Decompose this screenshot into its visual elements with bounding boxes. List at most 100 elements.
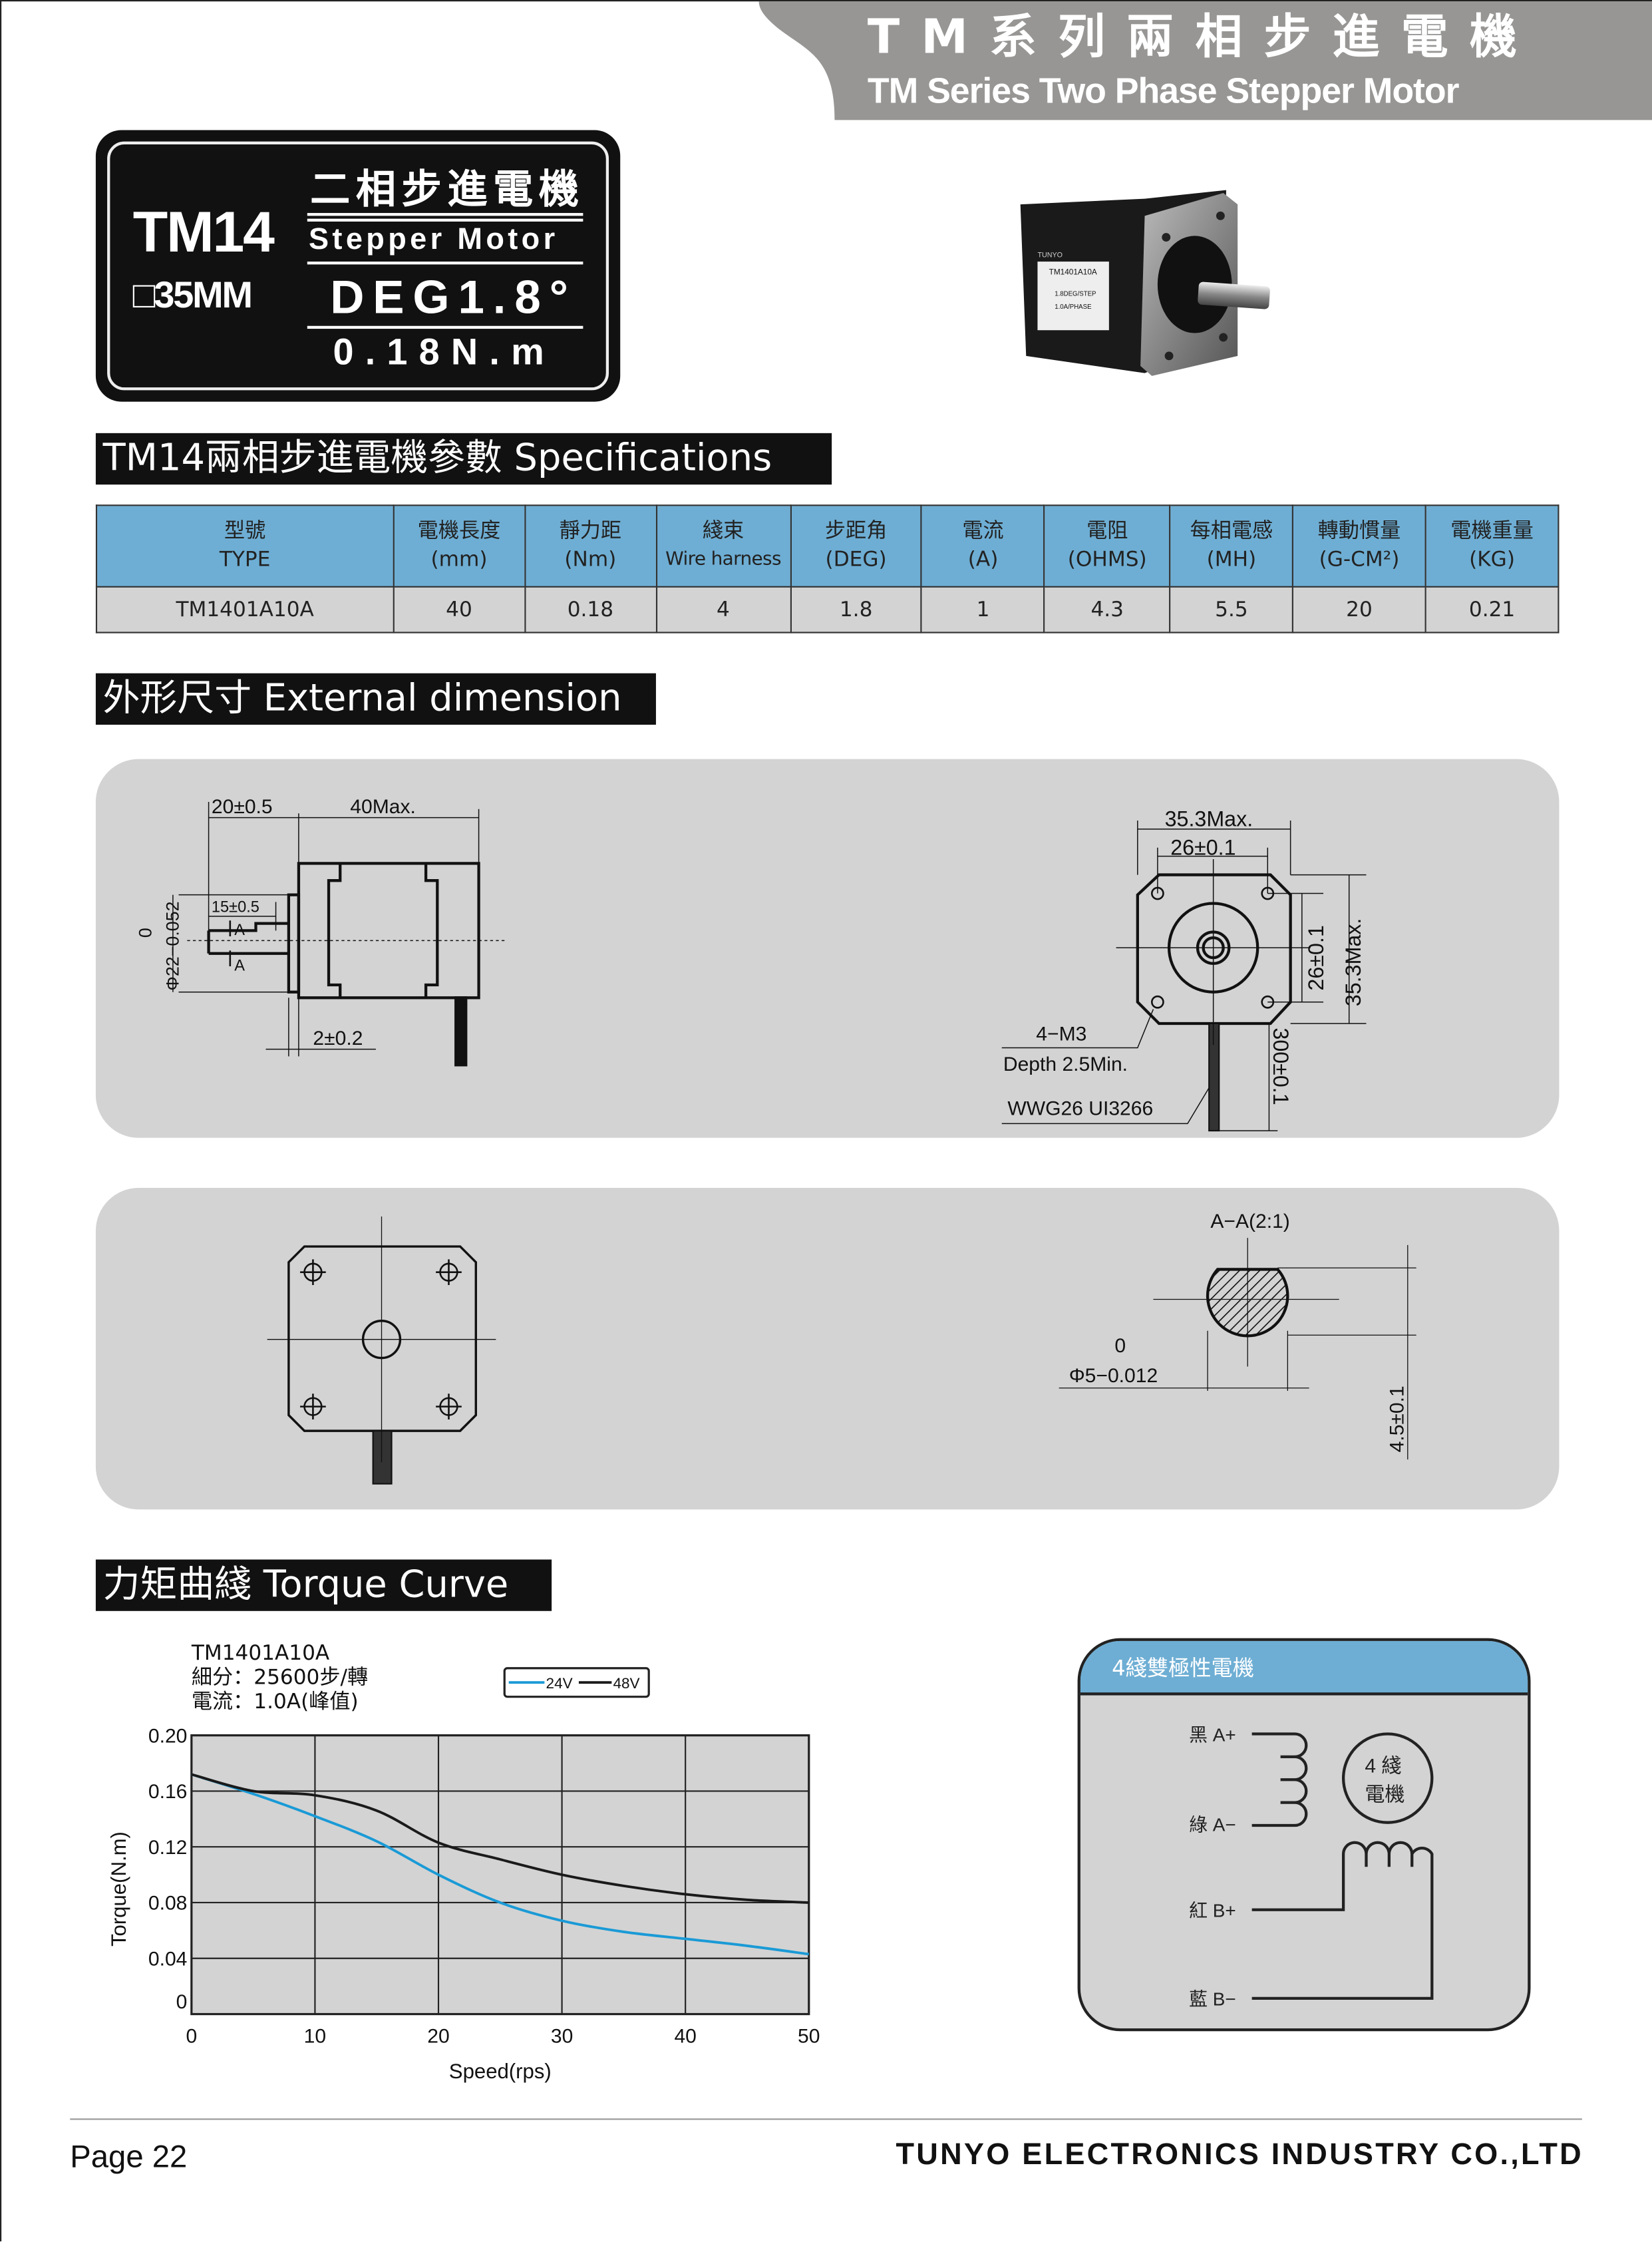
x-axis-label: Speed(rps)	[449, 2060, 552, 2083]
spec-column-header: 電機重量(KG)	[1424, 504, 1560, 588]
legend-label-48v: 48V	[613, 1675, 639, 1692]
table-cell: 0.18	[524, 586, 657, 634]
y-tick-label: 0.04	[148, 1949, 188, 1970]
table-cell: 5.5	[1169, 586, 1294, 634]
motor-label-1: 4 綫	[1365, 1756, 1401, 1777]
badge-model: TM14	[132, 201, 275, 265]
dim-screw-holes: 4−M3	[1036, 1024, 1086, 1045]
x-tick-label: 40	[674, 2025, 696, 2047]
column-label-en: (mm)	[430, 548, 488, 572]
header-title-en: TM Series Two Phase Stepper Motor	[867, 71, 1460, 112]
dim-body-length: 40Max.	[350, 796, 416, 818]
spec-column-header: 每相電感(MH)	[1169, 504, 1294, 588]
photo-model: TM1401A10A	[1049, 267, 1097, 276]
dim-flange-thickness: 2±0.2	[313, 1028, 363, 1049]
column-label-en: (MH)	[1206, 548, 1257, 572]
table-cell: 4	[655, 586, 791, 634]
motor-circle	[1341, 1732, 1434, 1824]
spec-column-header: 電阻 (OHMS)	[1043, 504, 1171, 588]
x-tick-label: 10	[304, 2025, 326, 2047]
badge-type-zh: 二相步進電機	[310, 166, 585, 214]
header-tab	[758, 1, 1652, 120]
dim-lead-length: 300±0.1	[1269, 1028, 1293, 1105]
wiring-diagram: 4綫雙極性電機 4 綫 電機 黑 A+ 綠 A− 紅 B+ 藍 B−	[1077, 1638, 1531, 2032]
badge-torque: 0.18N.m	[333, 330, 556, 373]
spec-column-header: 型號 TYPE	[95, 504, 395, 588]
lead-b-minus: 藍 B−	[1189, 1989, 1236, 2010]
dim-screw-depth: Depth 2.5Min.	[1003, 1053, 1128, 1075]
photo-line2: 1.0A/PHASE	[1055, 303, 1092, 311]
dimension-drawings-2: A−A(2:1) 0 Φ5−0.012 4.5±0.1	[267, 1211, 1416, 1485]
series-line-48V	[191, 1773, 809, 1904]
column-label-en: (Nm)	[564, 548, 617, 572]
column-label-zh: 綫束	[702, 520, 744, 544]
section-title: A−A(2:1)	[1210, 1211, 1289, 1232]
section-mark-a-bottom: A	[234, 957, 245, 974]
specs-section-title: TM14兩相步進電機參數 Specifications	[95, 433, 832, 485]
column-label-en: TYPE	[219, 548, 271, 572]
dim-flat-length: 15±0.5	[212, 898, 259, 916]
dim-height-max: 35.3Max.	[1341, 918, 1365, 1007]
dim-wire-spec: WWG26 UI3266	[1007, 1097, 1153, 1119]
spec-column-header: 電流 (A)	[921, 504, 1045, 588]
table-cell: TM1401A10A	[95, 586, 395, 634]
dimension-section-title: 外形尺寸 External dimension	[95, 673, 656, 725]
badge-step-angle: DEG1.8°	[330, 270, 577, 323]
dim-hole-spacing-v: 26±0.1	[1304, 925, 1328, 990]
chart-info: TM1401A10A 細分：25600步/轉 電流：1.0A(峰值)	[192, 1642, 368, 1716]
spec-column-header: 電機長度(mm)	[393, 504, 526, 588]
column-label-zh: 型號	[224, 520, 266, 544]
dim-pilot-tolerance: 0	[136, 928, 156, 938]
y-tick-label: 0	[176, 1991, 188, 2013]
dim-hole-spacing-h: 26±0.1	[1170, 836, 1236, 860]
legend-label-24v: 24V	[546, 1675, 573, 1692]
coil-a	[1251, 1732, 1308, 1827]
column-label-en: (G-CM²)	[1319, 548, 1400, 572]
lead-a-minus: 綠 A−	[1189, 1815, 1236, 1835]
table-cell: 20	[1292, 586, 1426, 634]
badge-type-en: Stepper Motor	[308, 223, 559, 256]
badge-frame-size: □35MM	[132, 273, 253, 316]
footer-divider	[70, 2118, 1582, 2120]
plot-area	[190, 1734, 810, 2016]
table-cell: 0.21	[1424, 586, 1560, 634]
lead-b-plus: 紅 B+	[1189, 1900, 1236, 1921]
motor-photo: TUNYO TM1401A10A 1.8DEG/STEP 1.0A/PHASE	[1020, 190, 1270, 376]
x-tick-label: 50	[798, 2025, 820, 2047]
column-label-en: (A)	[967, 548, 999, 572]
rear-view-drawing	[287, 1245, 478, 1485]
wiring-title: 4綫雙極性電機	[1080, 1640, 1528, 1696]
shaft-section-drawing	[1059, 1238, 1416, 1460]
column-label-en: (OHMS)	[1067, 548, 1147, 572]
y-tick-label: 0.20	[148, 1725, 188, 1747]
company-name: TUNYO ELECTRONICS INDUSTRY CO.,LTD	[896, 2138, 1583, 2171]
dimension-panel-2	[95, 1187, 1560, 1510]
dimension-panel-1	[95, 759, 1560, 1138]
torque-section-title: 力矩曲綫 Torque Curve	[95, 1559, 552, 1611]
x-tick-label: 20	[427, 2025, 449, 2047]
series-line-24V	[191, 1773, 810, 1956]
column-label-zh: 電阻	[1086, 520, 1128, 544]
motor-label-2: 電機	[1365, 1783, 1404, 1805]
header-title-zh: TM系列兩相步進電機	[867, 8, 1539, 65]
y-axis-label: Torque(N.m)	[107, 1831, 130, 1947]
y-tick-label: 0.08	[148, 1893, 188, 1915]
dim-shaft-length: 20±0.5	[212, 796, 273, 818]
table-cell: 1	[921, 586, 1045, 634]
table-cell: 40	[393, 586, 526, 634]
section-dia-tolerance: 0	[1114, 1335, 1126, 1357]
legend-box	[503, 1667, 650, 1698]
column-label-zh: 電機重量	[1450, 520, 1534, 544]
spec-column-header: 轉動慣量(G-CM²)	[1292, 504, 1426, 588]
coil-b	[1251, 1841, 1434, 2000]
dim-width-max: 35.3Max.	[1165, 807, 1253, 831]
column-label-zh: 電流	[962, 520, 1004, 544]
x-tick-label: 30	[551, 2025, 573, 2047]
section-mark-a-top: A	[234, 922, 245, 939]
lead-a-plus: 黑 A+	[1189, 1724, 1236, 1745]
dimension-drawings: 20±0.5 40Max. 15±0.5 A A 2±0.2 Φ22−0.052…	[136, 796, 1367, 1132]
